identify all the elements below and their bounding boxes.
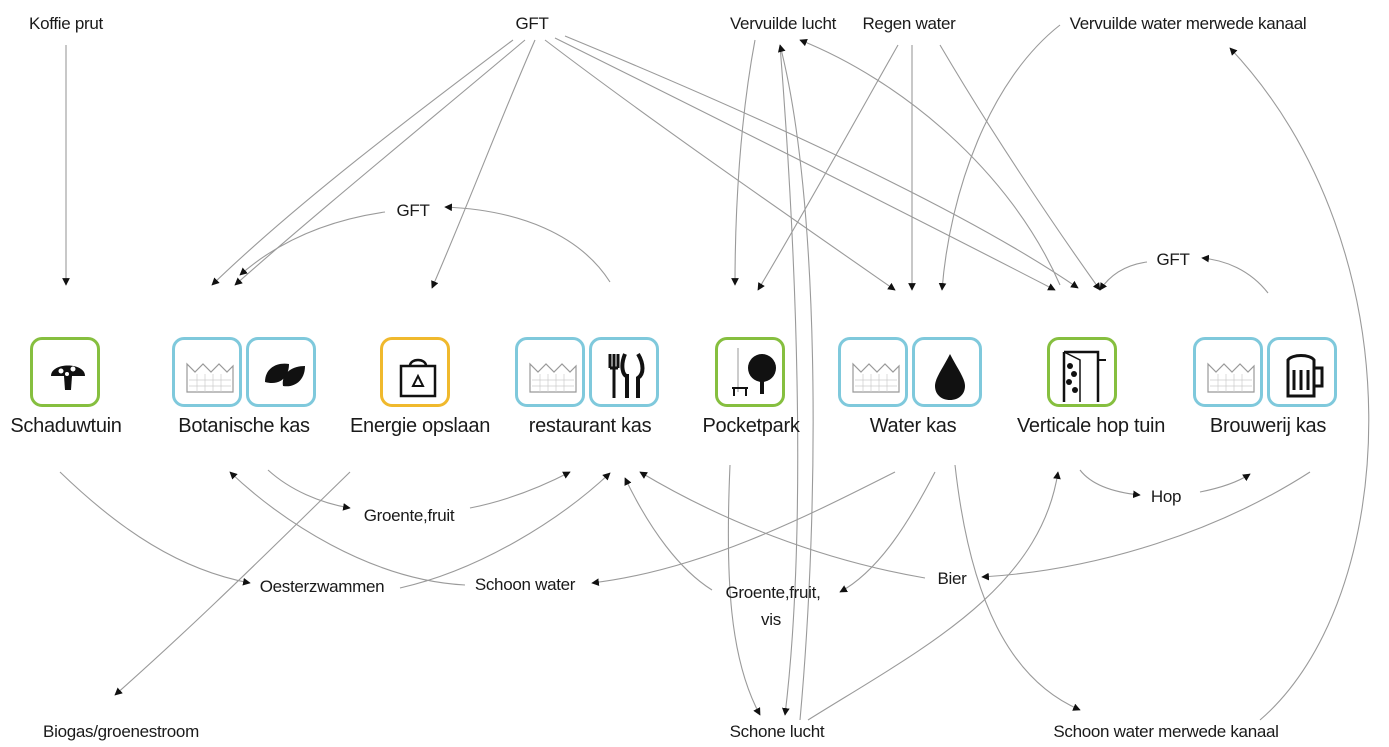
flow-lucht-schone (779, 44, 799, 716)
greenhouse-icon (1193, 337, 1263, 407)
flow-brouwerij-bier (981, 471, 1311, 581)
label-groente-fruit: Groente,fruit (363, 506, 455, 525)
node-name-hop: Verticale hop tuin (1016, 415, 1166, 437)
label-schoon-water: Schoon water (474, 575, 576, 594)
flow-vervuild-water-kas (938, 24, 1061, 291)
flow-waterkas-merwede (954, 464, 1081, 711)
label-hop: Hop (1150, 487, 1182, 506)
greenhouse-icon (515, 337, 585, 407)
flow-gft-hop-2 (564, 35, 1079, 289)
flow-groente-restaurant (469, 471, 571, 509)
flow-gft-hop (1099, 261, 1148, 291)
label-groente-fruit-vis-1: Groente,fruit, (725, 583, 821, 602)
node-name-restaurant: restaurant kas (528, 415, 652, 437)
node-name-schaduwtuin: Schaduwtuin (10, 415, 122, 437)
node-name-brouwerij: Brouwerij kas (1209, 415, 1327, 437)
flow-gft-botanische-2 (234, 39, 526, 286)
label-gft-top: GFT (515, 14, 549, 33)
label-regen-water: Regen water (862, 14, 956, 33)
beer-mug-icon (1267, 337, 1337, 407)
label-groente-fruit-vis-2: vis (761, 610, 781, 629)
label-gft-right: GFT (1156, 250, 1190, 269)
vertical-garden-icon (1047, 337, 1117, 407)
label-vervuilde-lucht: Vervuilde lucht (729, 14, 837, 33)
flow-gft-botanische (239, 211, 386, 276)
label-vervuilde-water: Vervuilde water merwede kanaal (1069, 14, 1307, 33)
flow-gft-energie (431, 39, 536, 289)
flow-schone-hop (807, 471, 1061, 721)
flow-waterkas-schoonwater (591, 471, 896, 586)
flow-waterkas-groente (839, 471, 936, 593)
label-schoon-water-merwede: Schoon water merwede kanaal (1053, 722, 1279, 741)
flow-gft-hop-1 (554, 37, 1056, 291)
tree-bench-icon (715, 337, 785, 407)
flow-energie-biogas (114, 471, 351, 696)
flow-botanische-groente (267, 469, 351, 511)
flow-schone-up (778, 44, 814, 721)
flow-hop-brouwerij (1199, 473, 1251, 493)
flow-gft-water (544, 39, 896, 291)
label-schone-lucht: Schone lucht (729, 722, 825, 741)
node-name-energie: Energie opslaan (349, 415, 491, 437)
flow-hoptuin-hop (1079, 469, 1141, 499)
greenhouse-icon (172, 337, 242, 407)
label-gft-mid: GFT (396, 201, 430, 220)
label-bier: Bier (937, 569, 967, 588)
flow-bier-restaurant (639, 471, 926, 579)
flow-merwede-vervuilde (1229, 47, 1370, 721)
flow-gft-botanische-1 (211, 39, 514, 286)
flow-brouwerij-gft (1201, 254, 1269, 294)
flow-regen-restaurant (757, 44, 899, 291)
node-name-water: Water kas (869, 415, 957, 437)
label-koffie-prut: Koffie prut (29, 14, 103, 33)
node-name-botanische: Botanische kas (178, 415, 310, 437)
leaves-icon (246, 337, 316, 407)
flow-restaurant-gft (444, 203, 611, 283)
flow-lucht-pocketpark (731, 39, 756, 286)
recycle-bag-icon (380, 337, 450, 407)
node-name-pocketpark: Pocketpark (702, 415, 800, 437)
cutlery-icon (589, 337, 659, 407)
flow-hop-lucht (799, 39, 1061, 286)
flow-oester-restaurant (399, 472, 611, 589)
flow-pocketpark-schone (727, 464, 761, 716)
label-oesterzwammen: Oesterzwammen (259, 577, 385, 596)
flow-regen-hop (939, 44, 1101, 291)
mushroom-icon (30, 337, 100, 407)
greenhouse-icon (838, 337, 908, 407)
flow-groente-vis-restaurant (624, 477, 713, 591)
label-biogas: Biogas/groenestroom (43, 722, 199, 741)
flow-schaduwtuin-oester (59, 471, 251, 586)
water-drop-icon (912, 337, 982, 407)
flow-schoonwater-botanische (229, 471, 466, 586)
